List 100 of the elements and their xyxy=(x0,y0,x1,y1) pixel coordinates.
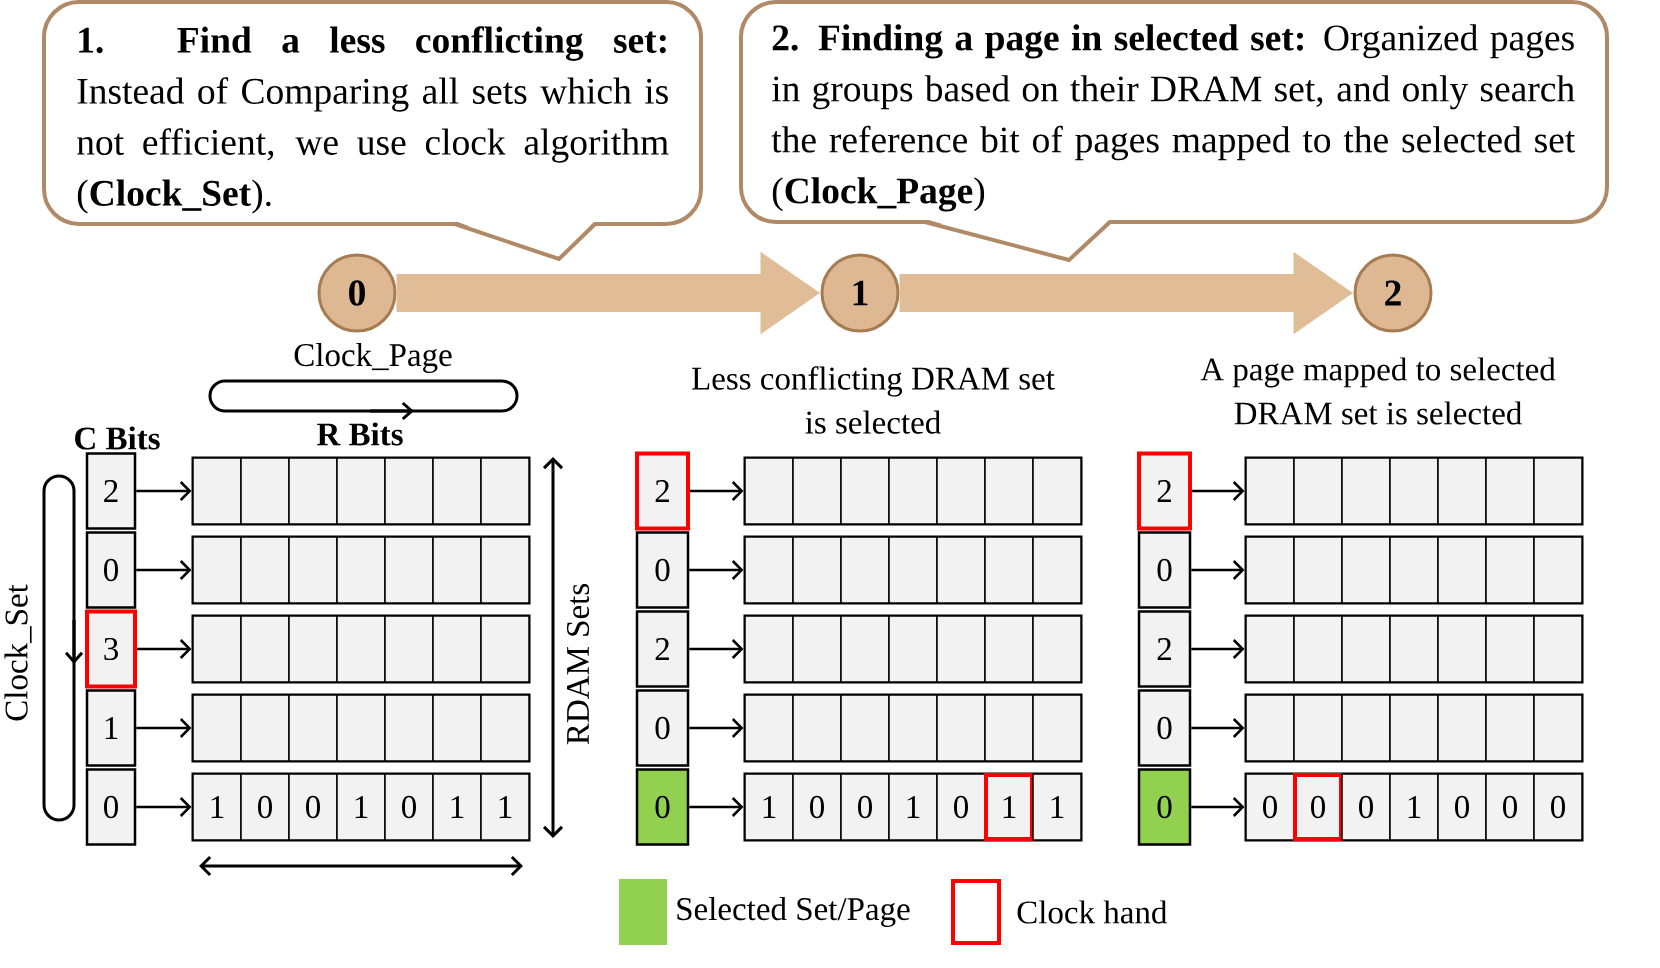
bit-cell xyxy=(480,694,530,762)
bit-cell xyxy=(288,536,338,604)
bit-cell xyxy=(840,615,890,683)
bit-cell xyxy=(1437,457,1487,525)
bit-cell: 0 xyxy=(1245,773,1295,841)
clock-hand-cell: 3 xyxy=(85,609,137,689)
callout-bubble: 2. Finding a page in selected set: Organized pages in groups based on their DRAM set, and only search the reference bit of pages mapped to the selected set (Clock_Page) xyxy=(739,0,1609,263)
caption: A page mapped to selected DRAM set is selected xyxy=(1200,357,1556,425)
bit-cell xyxy=(1032,536,1082,604)
bit-cell xyxy=(840,536,890,604)
bit-cell: 0 xyxy=(1533,773,1583,841)
counter-cell: 0 xyxy=(635,531,690,609)
bit-cell xyxy=(1293,615,1343,683)
bit-cell xyxy=(240,536,290,604)
arrow xyxy=(1191,560,1245,580)
bit-cell: 0 xyxy=(1437,773,1487,841)
counter-cell: 0 xyxy=(1137,531,1192,609)
bit-cell: 1 xyxy=(432,773,482,841)
arrow xyxy=(690,481,744,501)
arrow xyxy=(1192,481,1245,501)
bit-cell xyxy=(288,457,338,525)
bit-cell xyxy=(192,615,242,683)
bit-cell xyxy=(984,694,1034,762)
callout-bubble: 1. Find a less conflicting set: Instead of Comparing all sets which is not efficient, we use clock algorithm (Clock_Set). xyxy=(42,0,703,262)
bit-cell xyxy=(1341,457,1391,525)
bit-cell xyxy=(744,615,794,683)
bit-cell xyxy=(744,694,794,762)
bit-cell xyxy=(888,536,938,604)
bit-cell xyxy=(1533,536,1583,604)
bit-cell xyxy=(1485,536,1535,604)
arrow xyxy=(136,560,192,580)
bit-cell xyxy=(384,694,434,762)
bit-cell xyxy=(192,536,242,604)
bit-cell xyxy=(384,536,434,604)
counter-cell: 2 xyxy=(1137,610,1192,688)
bit-cell xyxy=(240,457,290,525)
arrow xyxy=(136,797,192,817)
bit-cell xyxy=(840,457,890,525)
bit-cell xyxy=(336,615,386,683)
bit-cell: 0 xyxy=(288,773,338,841)
bit-cell xyxy=(240,694,290,762)
bit-cell xyxy=(288,615,338,683)
arrow xyxy=(689,797,744,817)
bit-cell: 0 xyxy=(840,773,890,841)
bit-cell xyxy=(1389,536,1439,604)
bit-cell xyxy=(840,694,890,762)
bit-cell xyxy=(288,694,338,762)
bit-cell xyxy=(1341,615,1391,683)
bit-cell xyxy=(1485,615,1535,683)
bit-cell xyxy=(480,536,530,604)
bit-cell: 0 xyxy=(1485,773,1535,841)
bit-cell xyxy=(936,457,986,525)
bit-cell xyxy=(240,615,290,683)
bit-cell xyxy=(984,615,1034,683)
bit-cell xyxy=(936,536,986,604)
counter-cell: 0 xyxy=(85,768,137,846)
bit-cell xyxy=(336,536,386,604)
bit-cell xyxy=(1032,615,1082,683)
bit-cell: 1 xyxy=(1389,773,1439,841)
counter-cell: 1 xyxy=(85,689,137,767)
bit-cell xyxy=(432,694,482,762)
counter-cell: 2 xyxy=(85,452,137,530)
bit-cell: 0 xyxy=(936,773,986,841)
bit-cell xyxy=(1533,615,1583,683)
bit-cell xyxy=(1245,615,1295,683)
bit-cell xyxy=(192,694,242,762)
counter-cell: 2 xyxy=(635,610,690,688)
bit-cell xyxy=(1293,457,1343,525)
bit-cell xyxy=(984,536,1034,604)
caption: Less conflicting DRAM set is selected xyxy=(692,366,1055,434)
arrow xyxy=(1191,718,1245,738)
bit-cell xyxy=(936,694,986,762)
bit-cell xyxy=(792,536,842,604)
arrow xyxy=(1191,797,1245,817)
arrow xyxy=(689,639,744,659)
arrow xyxy=(137,639,192,659)
clock-hand-cell: 0 xyxy=(1293,773,1343,841)
bit-cell: 0 xyxy=(792,773,842,841)
arrow xyxy=(136,481,192,501)
clock-hand-cell: 2 xyxy=(635,451,690,531)
bit-cell xyxy=(1389,615,1439,683)
bit-cell xyxy=(1341,536,1391,604)
bit-cell xyxy=(1437,615,1487,683)
bit-cell xyxy=(1032,694,1082,762)
bit-cell xyxy=(1341,694,1391,762)
bit-cell: 1 xyxy=(888,773,938,841)
bit-cell xyxy=(744,457,794,525)
label: Clock_Page xyxy=(294,343,452,373)
bit-cell xyxy=(192,457,242,525)
bit-cell xyxy=(432,536,482,604)
bit-cell xyxy=(888,694,938,762)
bit-cell: 1 xyxy=(1032,773,1082,841)
counter-cell: 0 xyxy=(85,531,137,609)
bit-cell: 1 xyxy=(480,773,530,841)
counter-cell: 0 xyxy=(1137,689,1192,767)
bit-cell xyxy=(1389,694,1439,762)
bit-cell xyxy=(888,615,938,683)
bit-cell xyxy=(1245,536,1295,604)
bit-cell xyxy=(1245,694,1295,762)
selected-cell: 0 xyxy=(1137,768,1192,846)
